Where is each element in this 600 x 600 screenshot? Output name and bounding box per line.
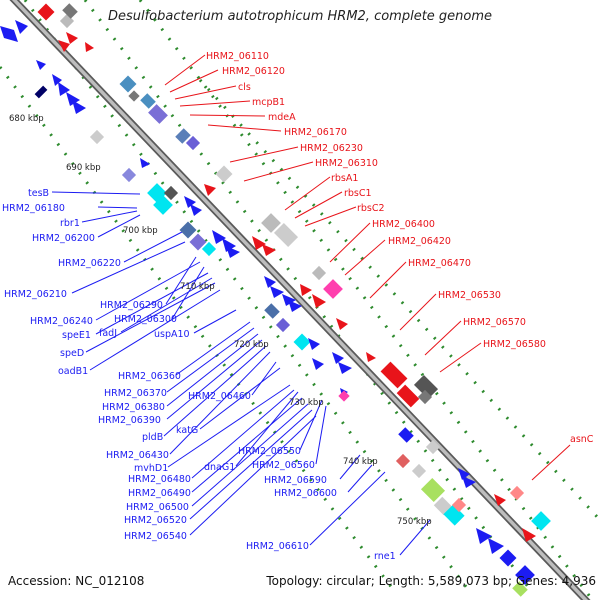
gene-label: tesB (28, 188, 49, 199)
gene-label: HRM2_06610 (246, 541, 309, 552)
gene-label: HRM2_06300 (114, 314, 177, 325)
gene-label: fadJ (99, 328, 117, 339)
gene-label: rbsC1 (344, 188, 372, 199)
gene-label: rbsC2 (357, 203, 385, 214)
accession-text: Accession: NC_012108 (8, 574, 145, 588)
scale-tick-690: 690 kbp (66, 163, 101, 173)
gene-label: HRM2_06310 (315, 158, 378, 169)
gene-label: HRM2_06370 (104, 388, 167, 399)
gene-label: HRM2_06400 (372, 219, 435, 230)
gene-label: mcpB1 (252, 97, 285, 108)
scale-tick-720: 720 kbp (234, 340, 269, 350)
red-label-connectors (164, 54, 571, 481)
gene-label: speD (60, 348, 84, 359)
gene-label: HRM2_06380 (102, 402, 165, 413)
gene-label: HRM2_06210 (4, 289, 67, 300)
gene-label: HRM2_06230 (300, 143, 363, 154)
gene-label: dnaG1 (204, 462, 235, 473)
gene-label: asnC (570, 434, 594, 445)
gene-label: speE1 (62, 330, 91, 341)
map-title: Desulfobacterium autotrophicum HRM2, com… (107, 9, 493, 24)
genome-summary-text: Topology: circular; Length: 5,589,073 bp… (266, 574, 596, 588)
gene-label: HRM2_06170 (284, 127, 347, 138)
gene-label: HRM2_06480 (128, 474, 191, 485)
gene-label: HRM2_06560 (252, 460, 315, 471)
gene-label: HRM2_06420 (388, 236, 451, 247)
gene-label: HRM2_06240 (30, 316, 93, 327)
gene-label: pldB (142, 432, 163, 443)
gene-label: HRM2_06220 (58, 258, 121, 269)
gene-label: uspA10 (154, 329, 190, 340)
gene-label: HRM2_06200 (32, 233, 95, 244)
gene-label: HRM2_06180 (2, 203, 65, 214)
gene-features (0, 3, 551, 597)
scale-tick-750: 750 kbp (397, 517, 432, 527)
scale-tick-680: 680 kbp (9, 114, 44, 124)
scale-tick-700: 700 kbp (123, 226, 158, 236)
gene-label: HRM2_06550 (238, 446, 301, 457)
gene-label: mdeA (268, 112, 296, 123)
forward-gene-labels: HRM2_06110 HRM2_06120 cls mcpB1 mdeA HRM… (206, 51, 594, 445)
gene-label: HRM2_06500 (126, 502, 189, 513)
gene-label: HRM2_06430 (106, 450, 169, 461)
scale-ticks: 680 kbp 690 kbp 700 kbp 710 kbp 720 kbp … (9, 114, 432, 527)
gene-label: HRM2_06520 (124, 515, 187, 526)
gene-label: HRM2_06120 (222, 66, 285, 77)
gene-label: HRM2_06290 (100, 300, 163, 311)
gene-label: HRM2_06470 (408, 258, 471, 269)
gene-label: HRM2_06530 (438, 290, 501, 301)
gene-label: HRM2_06390 (98, 415, 161, 426)
gene-label: rbsA1 (331, 173, 358, 184)
gene-label: oadB1 (58, 366, 88, 377)
gene-label: mvhD1 (134, 463, 168, 474)
blue-label-connectors (51, 191, 431, 556)
gene-label: HRM2_06570 (463, 317, 526, 328)
gene-label: cls (238, 82, 251, 93)
gene-label: rbr1 (60, 218, 80, 229)
gene-label: katG (176, 425, 198, 436)
gene-label: HRM2_06460 (188, 391, 251, 402)
gene-label: HRM2_06360 (118, 371, 181, 382)
scale-tick-730: 730 kbp (289, 398, 324, 408)
gene-label: HRM2_06600 (274, 488, 337, 499)
scale-tick-710: 710 kbp (180, 282, 215, 292)
gene-label: HRM2_06580 (483, 339, 546, 350)
gene-label: HRM2_06540 (124, 531, 187, 542)
gene-label: HRM2_06590 (264, 475, 327, 486)
reverse-gene-labels: tesB HRM2_06180 rbr1 HRM2_06200 HRM2_062… (2, 188, 396, 562)
scale-tick-740: 740 kbp (343, 457, 378, 467)
gene-label: HRM2_06490 (128, 488, 191, 499)
gene-label: rne1 (374, 551, 396, 562)
gene-label: HRM2_06110 (206, 51, 269, 62)
